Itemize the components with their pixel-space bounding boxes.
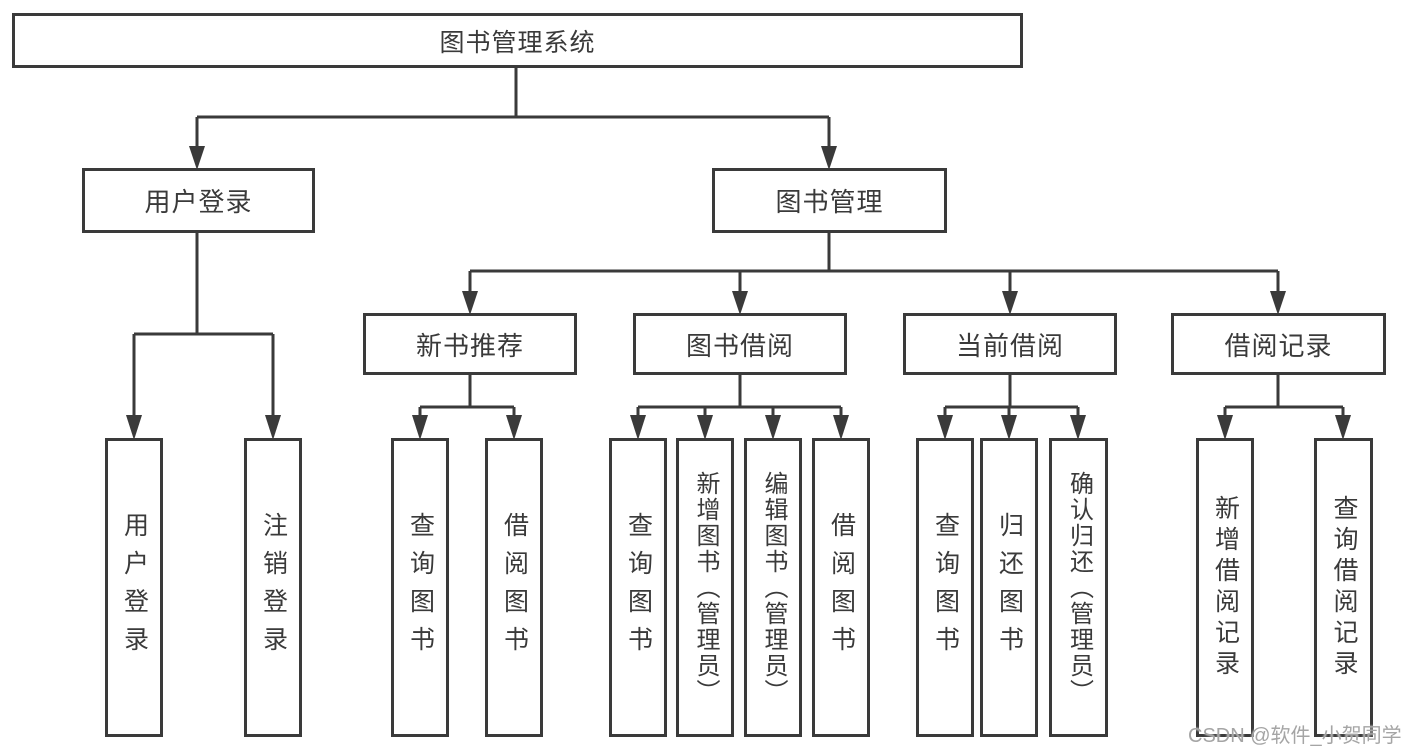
arrow-down-icon	[126, 415, 142, 440]
leaf-logout: 注销登录	[244, 438, 302, 737]
leaf-return-books: 归还图书	[980, 438, 1038, 737]
node-new-book-recommendation: 新书推荐	[363, 313, 577, 375]
arrow-down-icon	[697, 415, 713, 440]
node-book-management: 图书管理	[712, 168, 947, 233]
leaf-edit-books-admin: 编辑图书（管理员）	[744, 438, 802, 737]
leaf-borrow-books-borrowing: 借阅图书	[812, 438, 870, 737]
arrow-down-icon	[765, 415, 781, 440]
node-library-management-system: 图书管理系统	[12, 13, 1023, 68]
arrow-down-icon	[1070, 415, 1086, 440]
arrow-down-icon	[189, 146, 205, 170]
arrow-down-icon	[1002, 291, 1018, 315]
node-user-login: 用户登录	[82, 168, 315, 233]
arrow-down-icon	[937, 415, 953, 440]
arrow-down-icon	[732, 291, 748, 315]
leaf-query-books-current: 查询图书	[916, 438, 974, 737]
leaf-user-login: 用户登录	[105, 438, 163, 737]
leaf-query-books-recommend: 查询图书	[391, 438, 449, 737]
leaf-query-books-borrowing: 查询图书	[609, 438, 667, 737]
arrow-down-icon	[833, 415, 849, 440]
leaf-add-borrow-record: 新增借阅记录	[1196, 438, 1254, 737]
arrow-down-icon	[265, 415, 281, 440]
arrow-down-icon	[506, 415, 522, 440]
arrow-down-icon	[821, 146, 837, 170]
arrow-down-icon	[630, 415, 646, 440]
arrow-down-icon	[462, 291, 478, 315]
arrow-down-icon	[1335, 415, 1351, 440]
leaf-add-books-admin: 新增图书（管理员）	[676, 438, 734, 737]
arrow-down-icon	[1217, 415, 1233, 440]
leaf-borrow-books-recommend: 借阅图书	[485, 438, 543, 737]
watermark: CSDN @软件_小贺同学	[1188, 725, 1402, 747]
node-book-borrowing: 图书借阅	[633, 313, 847, 375]
arrow-down-icon	[412, 415, 428, 440]
arrow-down-icon	[1001, 415, 1017, 440]
node-borrowing-records: 借阅记录	[1171, 313, 1386, 375]
leaf-query-borrow-record: 查询借阅记录	[1314, 438, 1373, 737]
leaf-confirm-return-admin: 确认归还（管理员）	[1049, 438, 1108, 737]
node-current-borrowing: 当前借阅	[903, 313, 1117, 375]
arrow-down-icon	[1270, 291, 1286, 315]
